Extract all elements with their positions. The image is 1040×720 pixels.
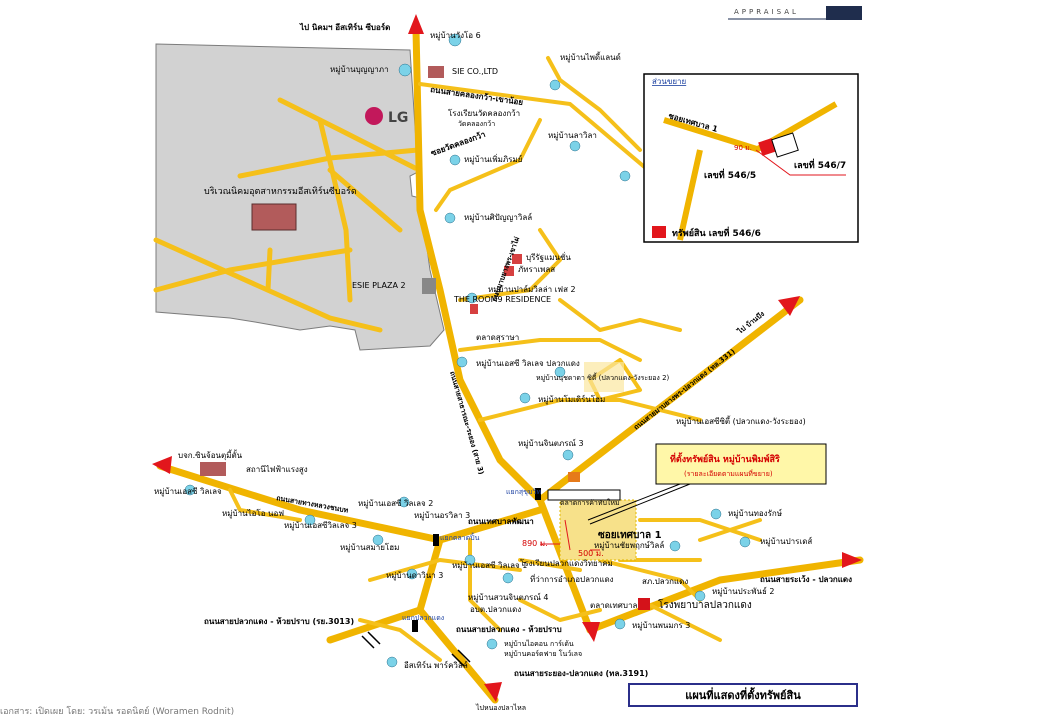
label-v-phum-phirom: หมู่บ้านเพิ่มภิรมย์	[464, 153, 522, 165]
village-icons	[184, 33, 751, 668]
direction-arrows	[152, 14, 862, 702]
inset-title: ส่วนขยาย	[652, 77, 686, 86]
label-to-sattahip: ไปหนองปลาไหล	[475, 703, 526, 712]
label-north-top: ไป นิคมฯ อีสเทิร์น ซีบอร์ด	[299, 22, 390, 32]
label-bjk: บจก.ซินจ้อนตุมี้ตั้น	[178, 449, 243, 460]
label-room9: THE ROOM9 RESIDENCE	[453, 295, 551, 304]
site-callout-title: ที่ตั้งทรัพย์สิน หมู่บ้านพิมพ์สิริ	[670, 452, 780, 465]
label-road-khlong-khao-noi: ถนนสายคลองกว้า-เขาน้อย	[430, 84, 524, 107]
label-power: สถานีไฟฟ้าแรงสูง	[246, 465, 308, 475]
label-v-jintara: หมู่บ้านจินตภรณ์ 3	[518, 438, 584, 449]
map-legend-title: แผนที่แสดงที่ตั้งทรัพย์สิน	[628, 683, 858, 707]
label-soi-khlong-kwa: ซอยวัดคลองกว้า	[429, 129, 486, 158]
inset-lot-main	[771, 132, 799, 158]
label-police: สภ.ปลวกแดง	[642, 577, 688, 586]
label-soi-thetsaban: ซอยเทศบาล 1	[598, 530, 662, 541]
label-temple-khlong-kwa: วัดคลองกว้า	[458, 120, 495, 128]
label-dist-500: 500 ม.	[578, 549, 604, 558]
footer-note: เอกสาร: เปิดเผย โดย: วรเม้น รอดนิตย์ (Wo…	[0, 707, 235, 717]
label-v-samai: หมู่บ้านสมายโฮม	[340, 542, 399, 553]
label-pathra: ภัทราเพลส	[518, 265, 555, 274]
inset-lot-right-label: เลขที่ 546/7	[794, 158, 846, 171]
label-v-paradise: หมู่บ้านปารเดส์	[760, 536, 812, 547]
junction-markers	[412, 488, 541, 632]
label-lg: LG	[388, 110, 408, 126]
label-estate: บริเวณนิคมอุตสาหกรรมอีสเทิร์นซีบอร์ด	[204, 185, 357, 197]
label-junction-top: แยกสุขุมวิท	[506, 488, 541, 496]
label-v-dawin: หมู่บ้านดาวินา 3	[386, 571, 443, 581]
label-v-panomkorn: หมู่บ้านพนมกร 3	[632, 621, 690, 631]
header-brand: APPRAISAL	[734, 8, 799, 16]
inset-dist: 90 ม.	[734, 144, 752, 152]
label-junction-mid: แยกตลาดปิ้น	[440, 531, 480, 542]
dotted-village-grid-2	[584, 362, 624, 392]
label-road-plaungdaeng-huai: ถนนสายปลวกแดง - ห้วยปราบ	[456, 624, 562, 634]
lg-logo-icon	[365, 107, 383, 125]
label-v-es-city: หมู่บ้านเอสซีซิตี้ (ปลวกแดง-วังระยอง)	[676, 415, 806, 427]
label-v-thongrak: หมู่บ้านทองรักษ์	[728, 508, 782, 519]
label-plaza: ESIE PLAZA 2	[352, 281, 406, 290]
secondary-roads	[228, 56, 762, 662]
label-v-es-3: หมู่บ้านเอสซีวิลเลจ 3	[284, 521, 357, 531]
label-v-nuchada: หมู่บ้านนุชดาดา ซิตี้ (ปลวกแดง-วังระยอง …	[536, 371, 670, 382]
label-v-modern-home: หมู่บ้านโมเดิร์นโฮม	[538, 394, 605, 405]
label-district-office: ที่ว่าการอำเภอปลวกแดง	[530, 573, 614, 584]
site-callout	[587, 443, 827, 525]
building-icons	[200, 66, 650, 610]
distance-lines	[540, 519, 600, 551]
header-divider	[728, 18, 826, 20]
label-v-boonyatha: หมู่บ้านบุญญาภา	[330, 65, 389, 75]
label-dist-890: 890 ม.	[522, 539, 548, 548]
label-v-es-plaungdaeng: หมู่บ้านเอสซี วิลเลจ ปลวกแดง	[476, 359, 580, 369]
label-v-lalila: หมู่บ้านลาวิลา	[548, 131, 597, 141]
hospital-icon	[638, 598, 650, 610]
label-v-chaiyaphruk: หมู่บ้านชัยพฤกษ์วิลล์	[594, 540, 664, 551]
label-v-io-nok: หมู่บ้านไอโอ นอฟ	[222, 508, 284, 519]
label-v-es-1: หมู่บ้านเอสซี วิลเลจ 1	[452, 561, 527, 571]
label-market-thetsaban: ตลาดเทศบาล	[590, 601, 637, 610]
label-v-es-village2: หมู่บ้านเอสซี วิลเลจ 2	[358, 499, 433, 509]
label-v-eastern-park: อีสเทิร์น พาร์ควิลล์	[404, 660, 468, 670]
label-market-surat: ตลาดสุราษา	[476, 333, 519, 342]
label-obt: อบต.ปลวกแดง	[470, 605, 521, 614]
label-bureerat: บุรีรัฐแมนชั่น	[526, 251, 571, 262]
label-junction-bottom: แยกปลวกแดง	[402, 614, 444, 622]
label-v-palm-villa: หมู่บ้านปาล์มวิลล่า เฟส 2	[488, 284, 576, 295]
estate-roads	[153, 97, 421, 333]
inset-lot-left-label: เลขที่ 546/5	[704, 168, 756, 181]
label-v-suan-jintara: หมู่บ้านสวนจินตภรณ์ 4	[468, 592, 548, 603]
label-store-big: ตลาดการค้าทับใหม่	[560, 498, 620, 507]
label-v-orawila: หมู่บ้านอรวิลา 3	[414, 511, 470, 521]
site-callout-subtitle: (รายละเอียดตามแผนที่ขยาย)	[684, 469, 773, 478]
label-road-right-east: ถนนสายระเว้ง - ปลวกแดง	[760, 574, 852, 584]
label-school-khlong-kwa: โรงเรียนวัดคลองกว้า	[448, 108, 520, 118]
crossing-marks	[361, 631, 471, 667]
label-v-es-left: หมู่บ้านเอสซี วิลเลจ	[154, 487, 222, 497]
inset-legend-text: ทรัพย์สิน เลขที่ 546/6	[672, 226, 761, 239]
header-logo-icon	[826, 6, 862, 20]
inset-legend-swatch	[652, 226, 666, 238]
label-road-3191: ถนนสายระยอง-ปลวกแดง (ทล.3191)	[514, 669, 648, 678]
inset-map	[643, 73, 859, 243]
label-v-phaiddiland: หมู่บ้านไพดี้แลนด์	[560, 51, 621, 63]
label-road-huai-3013: ถนนสายปลวกแดง - ห้วยปราบ (รย.3013)	[204, 616, 354, 626]
label-road-thetsaban: ถนนเทศบาลพัฒนา	[468, 517, 534, 526]
label-v-prapan: หมู่บ้านประพันธ์ 2	[712, 586, 775, 597]
label-sie: SIE CO.,LTD	[452, 67, 498, 76]
label-v-sipanya: หมู่บ้านศิปัญญาวิลล์	[464, 212, 532, 223]
label-school-plaungdaeng: โรงเรียนปลวกแดงวิทยาคม	[520, 558, 613, 568]
label-v-korat-fai: หมู่บ้านคอร์ดฟาย โนว์เลจ	[504, 649, 582, 658]
label-v-wang-o: หมู่บ้านวังโอ 6	[430, 30, 481, 41]
label-hospital: โรงพยาบาลปลวกแดง	[658, 598, 752, 611]
inset-lot-left	[758, 138, 776, 156]
label-v-icon-garden: หมู่บ้านไอคอน การ์เด้น	[504, 639, 574, 648]
